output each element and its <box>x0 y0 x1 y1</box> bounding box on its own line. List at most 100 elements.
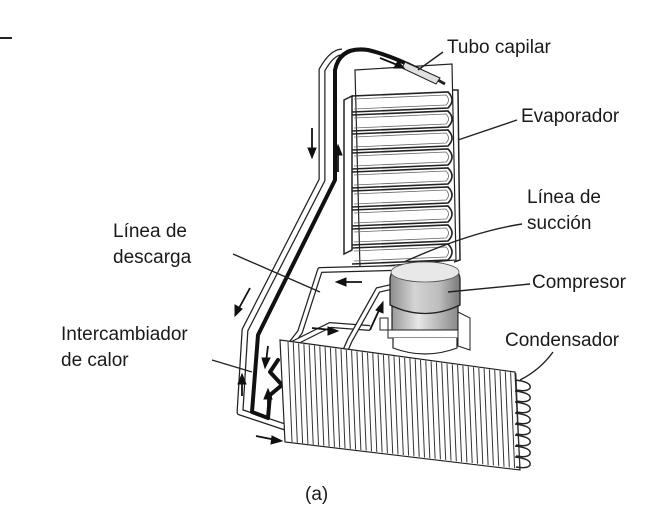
condenser-fin <box>345 349 351 449</box>
condenser-fin <box>441 362 447 461</box>
leader-discharge <box>232 253 321 293</box>
condenser-fin <box>515 372 521 469</box>
condenser-fin <box>510 372 516 469</box>
evaporator-coil-inner <box>353 170 449 186</box>
arrow-loop-down <box>307 128 317 160</box>
condenser-coil-bend <box>514 390 531 403</box>
figure-caption: (a) <box>305 484 329 505</box>
evaporator-coil-inner <box>353 113 449 129</box>
compressor <box>379 261 471 355</box>
condenser-fin <box>457 365 463 462</box>
condenser-coil-bend <box>514 434 531 447</box>
evaporator-coil-inner <box>353 227 449 243</box>
condenser-coils <box>514 379 531 469</box>
label-capillary-tube: Tubo capilar <box>447 37 551 58</box>
leader-condenser <box>519 351 554 381</box>
evaporator-coil-inner <box>353 132 449 148</box>
leader-evaporator <box>457 119 518 141</box>
evaporator-coil-inner <box>353 94 449 110</box>
evaporator-coil-loop <box>351 205 453 227</box>
condenser-fin <box>404 357 410 456</box>
condenser-fin <box>494 370 500 467</box>
label-suction-line-1: Línea de <box>527 187 601 208</box>
condenser-fins <box>287 341 521 469</box>
evaporator-coil-loop <box>351 167 453 189</box>
label-discharge-line-1: Línea de <box>113 221 187 242</box>
condenser-fin <box>451 364 457 462</box>
condenser-fin <box>462 365 468 463</box>
condenser-fin <box>483 368 489 465</box>
condenser-fin <box>478 367 484 465</box>
condenser-fin <box>435 362 441 460</box>
condenser-fin <box>388 355 394 454</box>
evaporator-coil-loop <box>351 110 453 132</box>
condenser-fin <box>499 370 505 467</box>
arrow-loop-diagonal <box>234 287 251 318</box>
condenser-fin <box>430 361 436 459</box>
evaporator-coil-loop <box>351 91 453 113</box>
condenser-fin <box>382 354 388 454</box>
evaporator-coil-loop <box>351 224 453 246</box>
condenser-coil-bend <box>514 412 531 425</box>
condenser-fin <box>287 341 293 443</box>
label-evaporator: Evaporador <box>521 106 620 127</box>
evaporator <box>343 63 461 269</box>
condenser-fin <box>319 346 325 446</box>
arrow-hx-down <box>261 345 271 370</box>
condenser-coil-bend <box>514 456 531 469</box>
condenser-fin <box>356 351 362 451</box>
leader-suction <box>403 223 523 263</box>
condenser-fin <box>314 345 319 446</box>
leader-capillary <box>417 51 444 71</box>
arrow-discharge-left <box>334 277 362 287</box>
loop-tube <box>236 48 343 436</box>
condenser-fin <box>377 354 383 453</box>
label-heat-exchanger-1: Intercambiador <box>61 324 188 345</box>
condenser-fin <box>372 353 378 452</box>
condenser-fin <box>425 360 431 459</box>
condenser-fin <box>488 369 494 466</box>
evaporator-coil-inner <box>353 189 449 205</box>
leader-compressor <box>447 283 531 293</box>
condenser-fin <box>367 352 372 452</box>
condenser <box>279 339 531 471</box>
label-compressor: Compresor <box>532 272 626 293</box>
arrow-bottom-right <box>255 435 284 445</box>
condenser-fin <box>409 358 415 457</box>
condenser-fin <box>504 371 510 468</box>
evaporator-coil-loop <box>351 186 453 208</box>
condenser-coil-bend <box>514 445 531 458</box>
condenser-fin <box>361 352 367 451</box>
condenser-coil-bend <box>514 423 531 436</box>
evaporator-coil-inner <box>353 151 449 167</box>
condenser-fin <box>329 347 335 447</box>
evaporator-coil-inner <box>353 246 449 262</box>
condenser-fin <box>446 363 452 461</box>
condenser-fin <box>398 357 404 456</box>
condenser-fin <box>393 356 399 455</box>
leader-heat-exchanger <box>211 359 253 373</box>
label-heat-exchanger-2: de calor <box>61 350 129 371</box>
condenser-fin <box>414 359 420 457</box>
arrow-hx-up-2 <box>263 387 273 410</box>
label-discharge-line-2: descarga <box>113 247 192 268</box>
condenser-coil-bend <box>514 401 531 414</box>
evaporator-coils <box>351 91 453 265</box>
condenser-coil-bend <box>514 379 531 392</box>
condenser-fin <box>473 367 478 464</box>
condenser-fin <box>292 342 298 443</box>
condenser-fin <box>351 350 357 450</box>
arrow-suction-up <box>369 300 384 331</box>
evaporator-coil-inner <box>353 208 449 224</box>
arrow-evap-up <box>333 143 343 172</box>
condenser-fin <box>298 343 304 444</box>
flow-arrows <box>234 57 406 445</box>
capillary-tube <box>250 47 446 420</box>
condenser-fin <box>467 366 473 464</box>
arrow-capillary-top <box>379 57 406 69</box>
evaporator-coil-loop <box>351 129 453 151</box>
arrow-hx-up <box>237 372 247 396</box>
condenser-fin <box>324 347 330 447</box>
